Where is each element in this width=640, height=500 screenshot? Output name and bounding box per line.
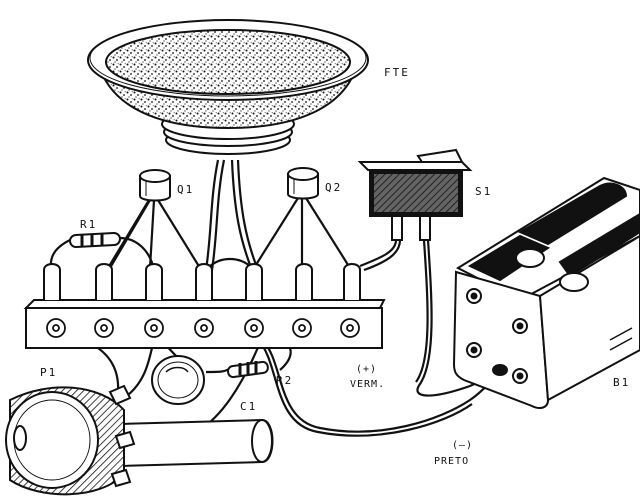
labels: FTE Q1 Q2 R1 S1 P1 C1 R2 B1 (+) VERM. (–… (40, 66, 630, 467)
label-r2: R2 (276, 374, 293, 387)
resistor-r2 (227, 360, 269, 379)
wiring (49, 159, 501, 445)
potentiometer-p1 (5, 384, 274, 496)
resistor-r1 (69, 232, 121, 248)
transistor-q1 (139, 169, 171, 202)
label-negative-sign: (–) (452, 440, 473, 451)
label-positive-color: VERM. (350, 379, 385, 390)
transistor-q2 (287, 167, 319, 200)
label-negative-color: PRETO (434, 456, 469, 467)
screws (46, 318, 360, 338)
speaker (87, 19, 369, 155)
label-p1: P1 (40, 366, 57, 379)
label-s1: S1 (475, 185, 492, 198)
label-q2: Q2 (325, 181, 342, 194)
terminal-strip (23, 263, 386, 349)
label-fte: FTE (384, 66, 410, 79)
capacitor-c1 (151, 355, 205, 405)
label-q1: Q1 (177, 183, 194, 196)
label-positive-sign: (+) (356, 364, 377, 375)
battery-holder-b1 (452, 176, 640, 409)
terminal-lugs (43, 263, 361, 300)
switch-s1 (357, 148, 473, 241)
label-c1: C1 (240, 400, 257, 413)
label-b1: B1 (613, 376, 630, 389)
label-r1: R1 (80, 218, 97, 231)
